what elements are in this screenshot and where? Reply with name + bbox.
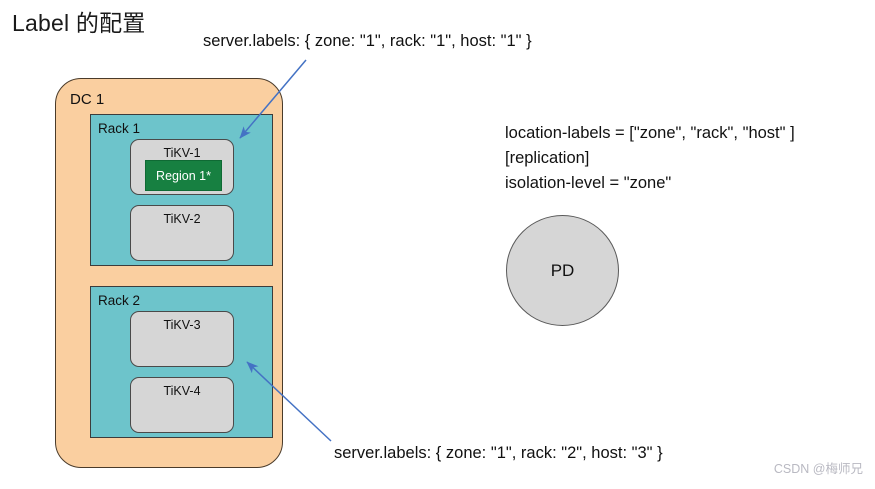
pd-config-block: location-labels = ["zone", "rack", "host… [505,121,795,196]
region-badge-1: Region 1* [145,160,222,191]
pd-node: PD [506,215,619,326]
config-location-labels: location-labels = ["zone", "rack", "host… [505,124,795,142]
csdn-watermark: CSDN @梅师兄 [773,462,863,476]
pd-node-label: PD [550,260,575,280]
tikv-node-3-label: TiKV-3 [163,318,201,332]
tikv-node-2-label: TiKV-2 [163,212,201,226]
callout-server-labels-rack2: server.labels: { zone: "1", rack: "2", h… [334,444,663,462]
callout-server-labels-rack1: server.labels: { zone: "1", rack: "1", h… [203,32,532,50]
tikv-node-1-label: TiKV-1 [163,146,201,160]
region-badge-1-label: Region 1* [156,168,211,183]
rack-1-label: Rack 1 [98,121,141,136]
tikv-node-3: TiKV-3 [130,311,234,367]
tikv-node-4-label: TiKV-4 [163,384,201,398]
tikv-node-4: TiKV-4 [130,377,234,433]
config-replication-section: [replication] [505,149,590,167]
datacenter-dc1: DC 1 Rack 1 TiKV-1 Region 1* TiKV-2 Rack… [55,78,283,468]
rack-1: Rack 1 TiKV-1 Region 1* TiKV-2 [90,114,273,266]
tikv-node-2: TiKV-2 [130,205,234,261]
config-isolation-level: isolation-level = "zone" [505,174,672,192]
datacenter-label: DC 1 [70,91,105,108]
rack-2: Rack 2 TiKV-3 TiKV-4 [90,286,273,438]
rack-2-label: Rack 2 [98,293,141,308]
page-title: Label 的配置 [12,10,146,36]
tikv-node-1: TiKV-1 Region 1* [130,139,234,195]
